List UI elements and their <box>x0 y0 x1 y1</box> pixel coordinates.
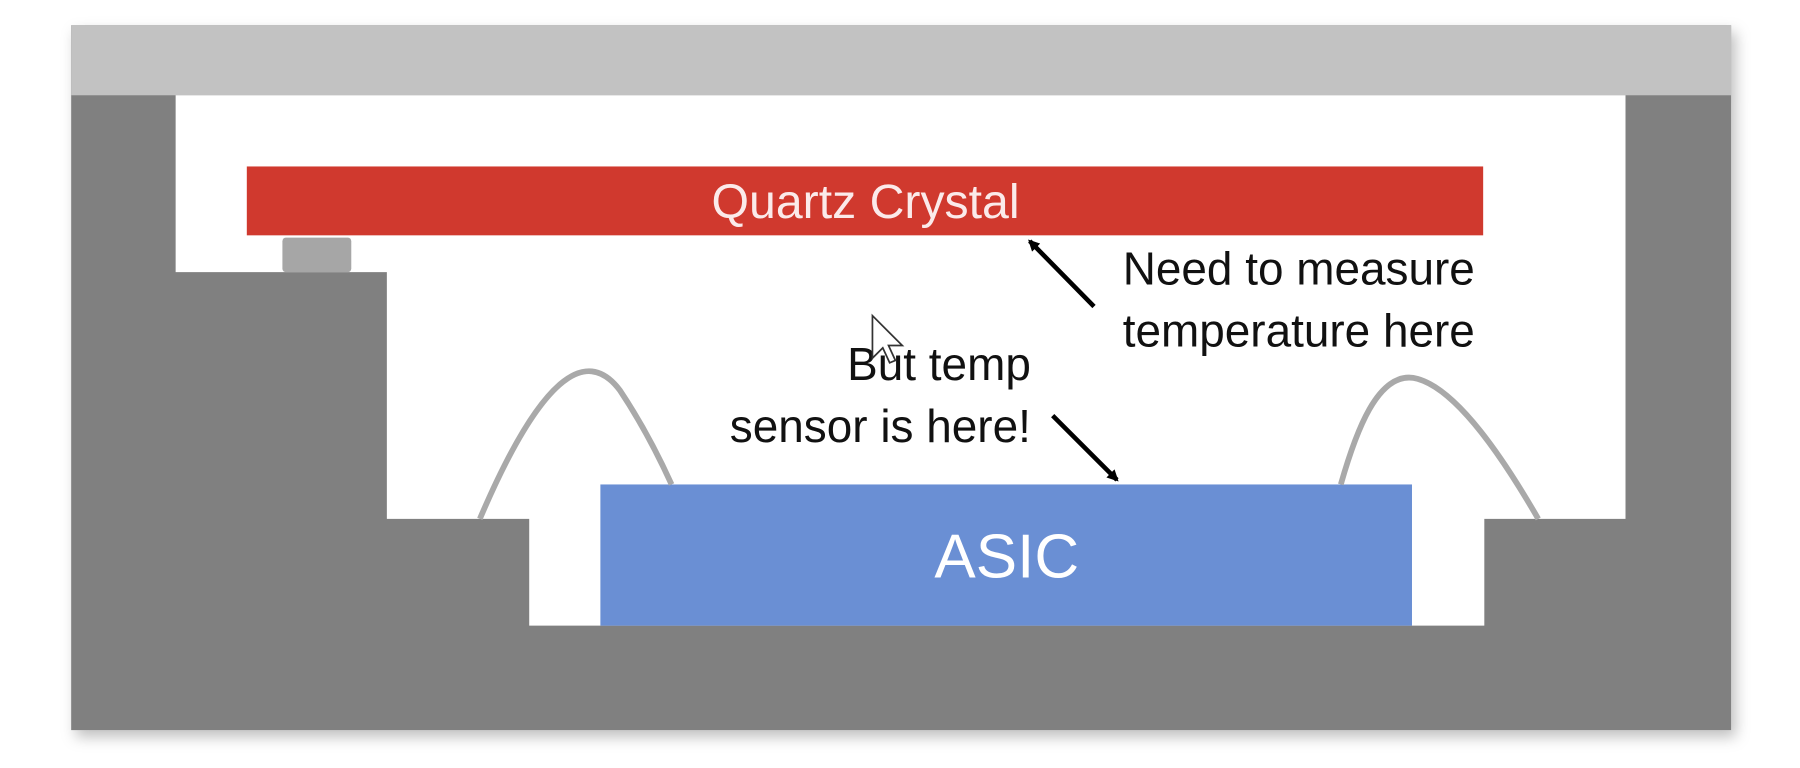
quartz-crystal-label: Quartz Crystal <box>712 175 1020 229</box>
bond-wire-right <box>1338 374 1541 521</box>
arrow-to-asic <box>1051 413 1119 482</box>
asic-chip <box>600 484 1412 626</box>
arrow-to-crystal <box>1028 239 1096 309</box>
package-lid <box>71 25 1732 96</box>
bond-wire-left <box>477 368 675 521</box>
crystal-mount-pad <box>282 237 352 273</box>
mouse-cursor-icon <box>871 313 905 364</box>
asic-label: ASIC <box>934 522 1079 591</box>
annotation-measure-line1: Need to measure <box>1123 243 1475 295</box>
quartz-crystal <box>246 166 1484 236</box>
annotation-measure-line2: temperature here <box>1123 305 1475 357</box>
annotation-sensor-line2: sensor is here! <box>730 400 1031 452</box>
